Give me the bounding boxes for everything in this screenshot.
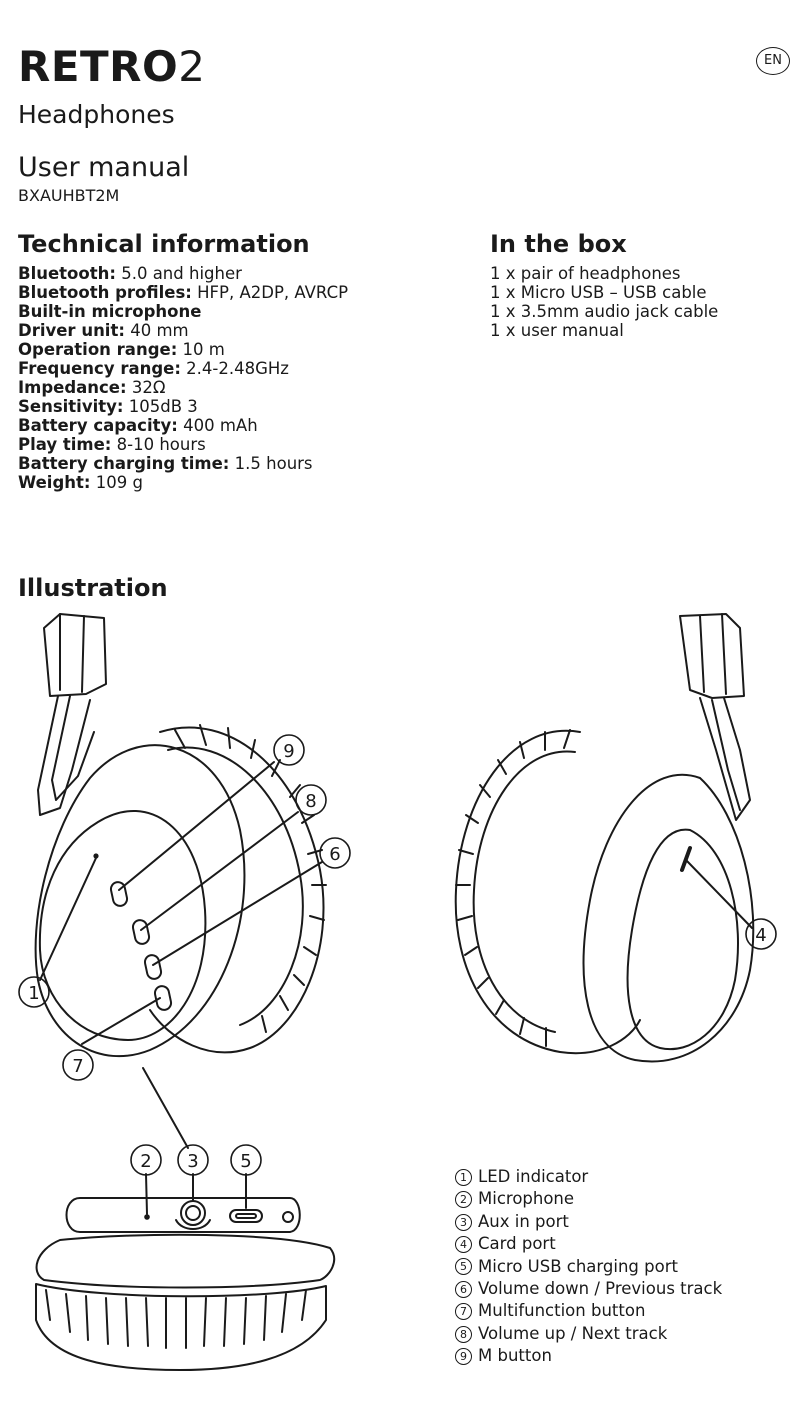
spec-row: Operation range: 10 m — [18, 340, 225, 359]
bottom-detail-drawing — [35, 1173, 336, 1371]
left-callouts — [18, 734, 351, 1081]
callout-7: 7 — [72, 1056, 83, 1077]
bottom-callouts — [130, 1144, 262, 1176]
callout-8: 8 — [305, 791, 316, 812]
brand-number: 2 — [178, 42, 206, 91]
box-item: 1 x Micro USB – USB cable — [490, 283, 707, 302]
callout-5: 5 — [240, 1151, 251, 1172]
right-earcup-drawing — [454, 613, 755, 1063]
spec-row: Sensitivity: 105dB 3 — [18, 397, 198, 416]
spec-row: Bluetooth profiles: HFP, A2DP, AVRCP — [18, 283, 349, 302]
box-item: 1 x pair of headphones — [490, 264, 681, 283]
callout-2: 2 — [140, 1151, 151, 1172]
callout-6: 6 — [329, 844, 340, 865]
spec-row: Impedance: 32Ω — [18, 378, 166, 397]
box-item: 1 x 3.5mm audio jack cable — [490, 302, 719, 321]
box-contents-list: 1 x pair of headphones 1 x Micro USB – U… — [490, 264, 718, 340]
spec-row: Battery charging time: 1.5 hours — [18, 454, 313, 473]
manual-title: User manual — [18, 152, 190, 183]
callout-1: 1 — [28, 983, 39, 1004]
in-the-box-heading: In the box — [490, 230, 627, 258]
product-subtitle: Headphones — [18, 100, 175, 129]
spec-list: Bluetooth: 5.0 and higher Bluetooth prof… — [18, 264, 348, 492]
spec-row: Driver unit: 40 mm — [18, 321, 189, 340]
technical-heading: Technical information — [18, 230, 310, 258]
model-number: BXAUHBT2M — [18, 186, 120, 205]
spec-row: Frequency range: 2.4-2.48GHz — [18, 359, 289, 378]
brand-name: RETRO — [18, 42, 179, 91]
left-earcup-drawing — [34, 613, 327, 1149]
callout-4: 4 — [755, 925, 766, 946]
language-badge: EN — [756, 47, 790, 75]
spec-row: Built-in microphone — [18, 302, 202, 321]
headphones-illustration: 9 8 6 1 7 4 2 3 — [18, 613, 777, 1371]
box-item: 1 x user manual — [490, 321, 624, 340]
callout-9: 9 — [283, 741, 294, 762]
spec-row: Weight: 109 g — [18, 473, 143, 492]
product-brand: RETRO2 — [18, 46, 205, 88]
callout-3: 3 — [187, 1151, 198, 1172]
illustration-heading: Illustration — [18, 574, 168, 602]
spec-row: Play time: 8-10 hours — [18, 435, 206, 454]
spec-row: Battery capacity: 400 mAh — [18, 416, 258, 435]
spec-row: Bluetooth: 5.0 and higher — [18, 264, 242, 283]
